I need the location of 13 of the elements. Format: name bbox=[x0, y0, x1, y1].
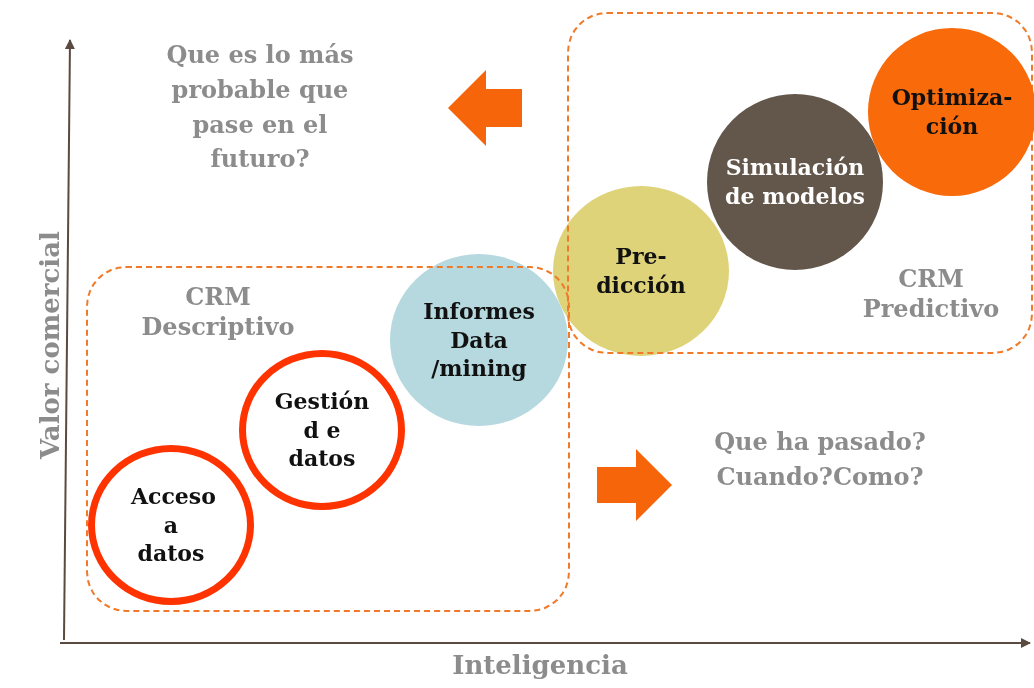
block-arrow bbox=[448, 70, 522, 146]
block-arrow bbox=[597, 449, 672, 521]
circle-label: Pre- dicción bbox=[595, 242, 687, 300]
question-text: Que es lo más probable que pase en el futuro? bbox=[140, 38, 380, 188]
group-title: CRM Descriptivo bbox=[140, 282, 296, 342]
circle-label: Optimiza- ción bbox=[890, 83, 1014, 141]
question-text: Que ha pasado? Cuando?Como? bbox=[680, 425, 960, 500]
circle-label: Simulación de modelos bbox=[724, 153, 866, 211]
circle-label: Informes Data /mining bbox=[422, 297, 536, 383]
axis-label: Inteligencia bbox=[451, 650, 629, 680]
axis-label: Valor comercial bbox=[35, 230, 65, 462]
group-title: CRM Predictivo bbox=[861, 264, 1001, 324]
circle-label: Gestión d e datos bbox=[273, 387, 371, 473]
